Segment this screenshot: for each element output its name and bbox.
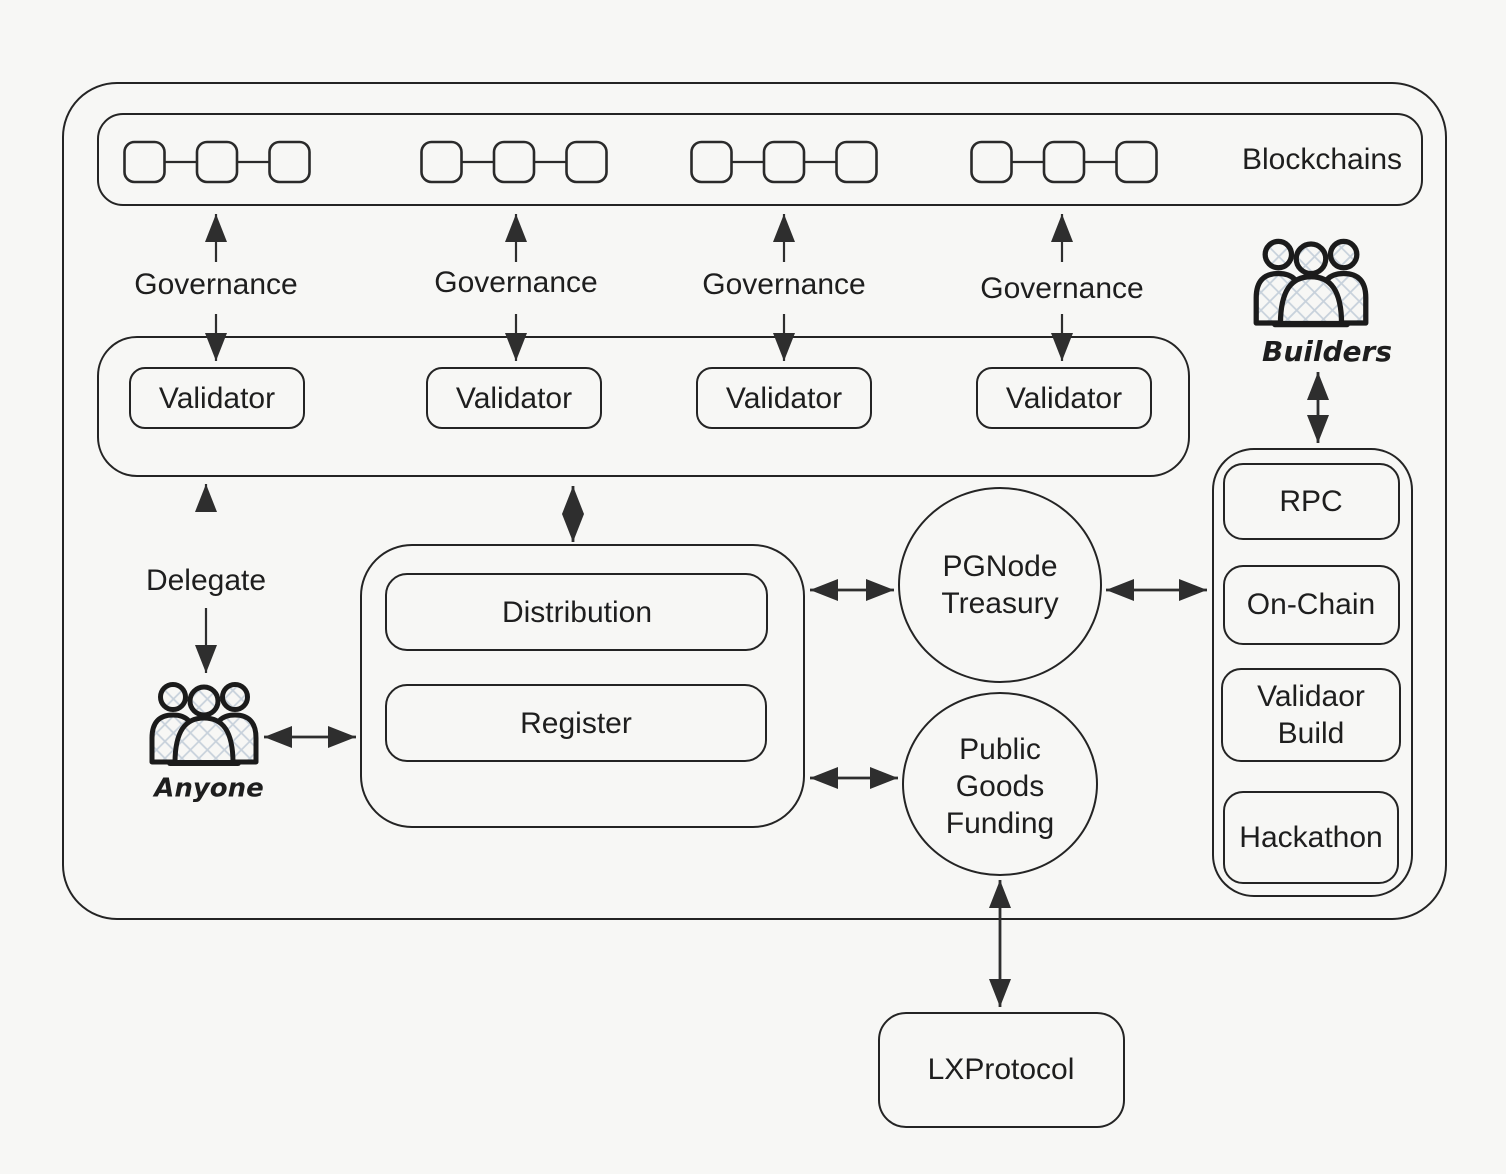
services-column [1212,448,1413,897]
pgf-label-line3: Funding [945,807,1055,840]
distribution-box [385,573,768,651]
chain-icon [420,140,608,184]
distribution-label: Distribution [501,596,653,629]
anyone-label: Anyone [154,773,264,804]
rpc-label: RPC [1279,485,1343,518]
blockchains-label: Blockchains [1241,143,1403,176]
pgnode-treasury-circle [898,487,1102,683]
validaor-build-box [1221,668,1401,762]
validator-box-3 [696,367,872,429]
validator-label: Validator [1005,382,1123,415]
rpc-box [1223,463,1400,540]
on-chain-box [1223,565,1400,645]
validaor-build-label-line1: Validaor [1257,680,1365,713]
governance-label-4: Governance [980,272,1144,305]
validaor-build-label-line2: Build [1277,717,1345,750]
hackathon-label: Hackathon [1239,821,1383,854]
validator-box-2 [426,367,602,429]
register-box [385,684,767,762]
blockchains-bar [97,113,1423,206]
governance-label-1: Governance [134,268,298,301]
pgnode-treasury-label-line2: Treasury [941,587,1059,620]
builders-people-icon [1252,238,1370,328]
delegate-label: Delegate [145,564,267,597]
validators-container [97,336,1190,477]
public-goods-funding-circle [902,692,1098,876]
on-chain-label: On-Chain [1246,588,1376,621]
lxprotocol-label: LXProtocol [927,1053,1075,1086]
validator-label: Validator [455,382,573,415]
hackathon-box [1223,791,1399,884]
outer-container [62,82,1447,920]
pgnode-treasury-label-line1: PGNode [942,550,1058,583]
governance-label-3: Governance [702,268,866,301]
register-label: Register [520,707,632,740]
chain-icon [690,140,878,184]
builders-label: Builders [1262,335,1392,369]
anyone-people-icon [148,682,260,766]
lxprotocol-box [878,1012,1125,1128]
pgf-label-line2: Goods [955,770,1045,803]
validator-label: Validator [725,382,843,415]
validator-box-4 [976,367,1152,429]
governance-label-2: Governance [434,266,598,299]
protocol-container [360,544,805,828]
validator-label: Validator [158,382,276,415]
chain-icon [970,140,1158,184]
validator-box-1 [129,367,305,429]
chain-icon [123,140,311,184]
pgf-label-line1: Public [959,733,1041,766]
